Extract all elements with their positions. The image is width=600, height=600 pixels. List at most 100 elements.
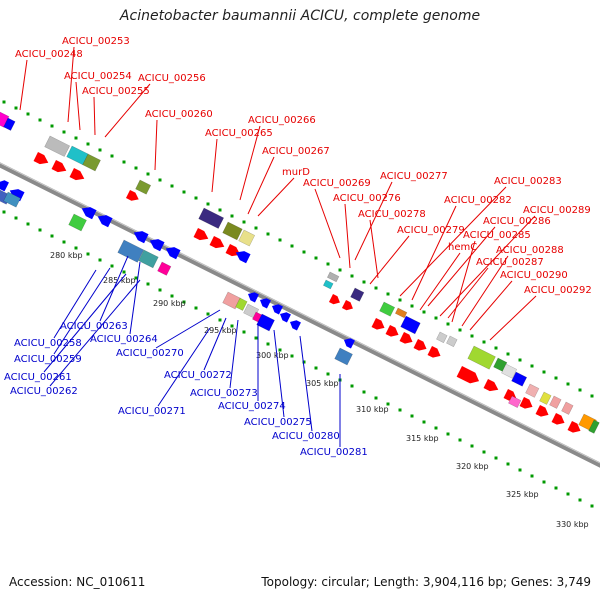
gene-arrow (51, 160, 67, 173)
gene-arrow (413, 339, 427, 351)
gene-box (326, 271, 340, 283)
topology-text: Topology: circular; Length: 3,904,116 bp… (261, 575, 591, 589)
track-dot (482, 450, 486, 454)
track-dot (374, 286, 378, 290)
track-dot (134, 166, 138, 170)
gene-label-lower: ACICU_00262 (10, 386, 78, 397)
track-dot (170, 294, 174, 298)
track-dot (314, 256, 318, 260)
track-dot (254, 226, 258, 230)
track-dot (578, 498, 582, 502)
leader-line (273, 329, 285, 418)
track-dot (14, 216, 18, 220)
gene-label-upper: ACICU_00288 (496, 245, 564, 256)
track-dot (326, 372, 330, 376)
gene-arrow (125, 190, 139, 201)
gene-arrow (551, 413, 565, 425)
track-dot (446, 432, 450, 436)
gene-box (446, 335, 458, 348)
track-dot (266, 232, 270, 236)
track-dot (434, 426, 438, 430)
leader-line (354, 181, 393, 261)
track-dot (62, 240, 66, 244)
track-dot (206, 312, 210, 316)
leader-line (75, 81, 81, 131)
track-dot (218, 208, 222, 212)
gene-box (394, 307, 408, 319)
track-dot (290, 354, 294, 358)
leader-line (67, 46, 75, 123)
track-dot (122, 160, 126, 164)
track-dot (494, 346, 498, 350)
gene-label-lower: ACICU_00275 (244, 417, 312, 428)
track-dot (134, 276, 138, 280)
track-dot (350, 274, 354, 278)
gene-box (3, 191, 21, 208)
track-dot (566, 492, 570, 496)
page-title: Acinetobacter baumannii ACICU, complete … (119, 8, 481, 24)
track-dot (206, 202, 210, 206)
gene-label-lower: ACICU_00272 (164, 370, 232, 381)
gene-arrow (289, 320, 301, 331)
scale-tick-label: 310 kbp (356, 405, 389, 414)
scale-tick-label: 330 kbp (556, 520, 589, 529)
leader-line (369, 235, 410, 285)
gene-label-upper: ACICU_00292 (524, 285, 592, 296)
gene-label-upper: ACICU_00282 (444, 195, 512, 206)
gene-box (82, 153, 101, 172)
gene-arrow (9, 189, 25, 202)
track-dot (302, 360, 306, 364)
track-dot (2, 100, 6, 104)
gene-arrow (341, 300, 353, 311)
gene-box (436, 331, 448, 344)
gene-box (350, 287, 365, 302)
track-dot (590, 394, 594, 398)
gene-arrow (97, 215, 113, 228)
leader-line (19, 59, 28, 111)
leader-line (203, 317, 227, 371)
leader-line (104, 83, 151, 138)
gene-arrow (165, 247, 181, 260)
leader-line (399, 186, 507, 297)
gene-label-upper: ACICU_00285 (463, 230, 531, 241)
gene-box (135, 179, 152, 195)
gene-arrow (81, 207, 97, 220)
leader-line (369, 219, 379, 279)
accession-text: Accession: NC_010611 (9, 575, 146, 589)
gene-arrow (535, 405, 549, 417)
leader-line (447, 267, 489, 319)
gene-label-lower: ACICU_00263 (60, 321, 128, 332)
gene-arrow (33, 152, 49, 165)
gene-arrow (259, 298, 271, 309)
track-dot (146, 172, 150, 176)
track-dot (374, 396, 378, 400)
gene-arrow (385, 325, 399, 337)
gene-arrow (193, 228, 209, 241)
track-dot (470, 334, 474, 338)
track-dot (278, 348, 282, 352)
gene-box (3, 117, 16, 131)
gene-label-upper: ACICU_00255 (82, 86, 150, 97)
track-dot (530, 474, 534, 478)
leader-line (451, 240, 476, 323)
track-dot (362, 390, 366, 394)
track-dot (350, 384, 354, 388)
track-dot (290, 244, 294, 248)
gene-label-lower: ACICU_00264 (90, 334, 158, 345)
track-dot (86, 252, 90, 256)
leader-line (43, 273, 127, 373)
gene-box (539, 391, 552, 405)
gene-box (501, 363, 518, 379)
gene-label-lower: ACICU_00258 (14, 338, 82, 349)
leader-line (155, 309, 221, 349)
gene-arrow (371, 318, 385, 330)
gene-box (334, 347, 353, 366)
gene-arrow (69, 168, 85, 181)
gene-box (198, 207, 225, 229)
gene-label-upper: ACICU_00289 (523, 205, 591, 216)
gene-arrow (483, 379, 499, 392)
track-dot (242, 220, 246, 224)
track-dot (554, 376, 558, 380)
track-dot (506, 462, 510, 466)
